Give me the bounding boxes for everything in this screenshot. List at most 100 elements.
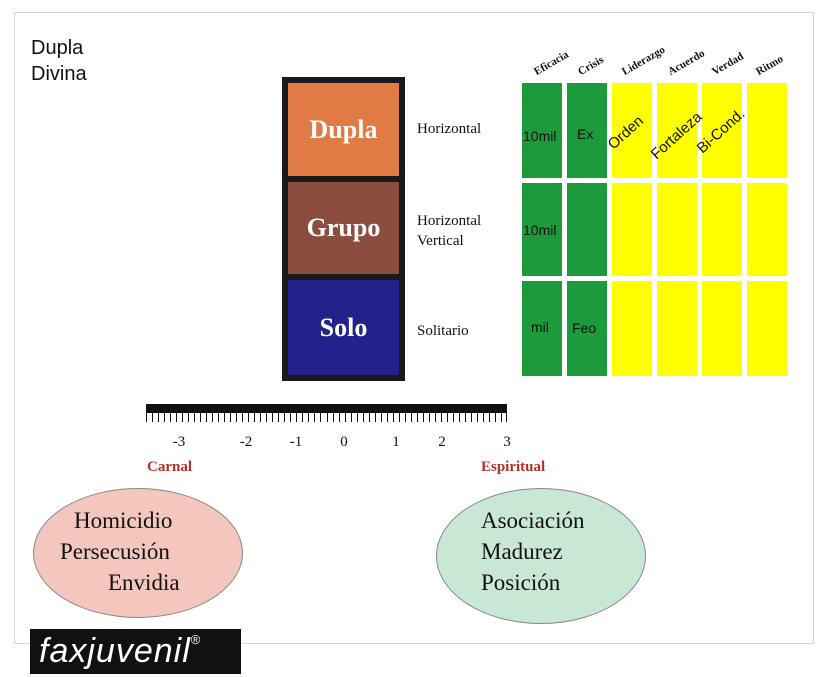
side-label-text: Vertical: [417, 233, 464, 249]
carnal-item: Envidia: [108, 570, 180, 595]
scale-tick: [351, 413, 352, 422]
scale-tick: [314, 413, 315, 422]
scale-tick: [206, 413, 207, 422]
scale-tick: [417, 413, 418, 422]
scale-number: -2: [239, 434, 253, 450]
grid-cell: [747, 281, 787, 376]
side-label-text: Horizontal: [417, 121, 482, 137]
scale-tick: [182, 413, 183, 422]
scale-tick: [405, 413, 406, 422]
scale-tick: [465, 413, 466, 422]
grid-cell: [657, 281, 697, 376]
scale-number: -1: [289, 434, 303, 450]
scale-tick: [363, 413, 364, 422]
scale-tick: [278, 413, 279, 422]
scale-tick: [242, 413, 243, 422]
scale-tick: [339, 413, 340, 422]
scale-bar: [146, 404, 507, 413]
grid-cell: [702, 183, 742, 276]
scale-tick: [357, 413, 358, 422]
carnal-ellipse: Homicidio Persecusión Envidia: [33, 488, 243, 618]
scale-number: 3: [503, 434, 511, 450]
block-grupo: Grupo: [288, 182, 399, 274]
scale-tick: [327, 413, 328, 422]
cell-text-crisis-dupla: Ex: [577, 126, 594, 142]
scale-tick: [248, 413, 249, 422]
scale-tick: [260, 413, 261, 422]
scale-tick: [308, 413, 309, 422]
cell-text-eficacia-dupla: 10mil: [523, 128, 557, 144]
scale-tick: [200, 413, 201, 422]
slide-title: Dupla Divina: [31, 35, 87, 87]
scale-tick: [224, 413, 225, 422]
scale-tick: [399, 413, 400, 422]
grid-cell: [612, 183, 652, 276]
espiritual-item: Asociación: [481, 508, 585, 533]
cell-text-eficacia-solo: mil: [531, 319, 549, 335]
scale-ticks: [146, 413, 507, 423]
grid-cell: [567, 281, 607, 376]
scale-tick: [381, 413, 382, 422]
grid-cell: [522, 183, 562, 276]
scale-tick: [483, 413, 484, 422]
scale-tick: [447, 413, 448, 422]
side-label-text: Solitario: [417, 323, 469, 339]
scale-tick: [501, 413, 502, 422]
grid-cell: [702, 281, 742, 376]
title-line-1: Dupla: [31, 37, 84, 59]
grid-cell: [612, 83, 652, 178]
scale-tick: [164, 413, 165, 422]
scale-tick: [459, 413, 460, 422]
pole-espiritual: Espiritual: [481, 459, 546, 475]
side-label-solo: Solitario: [417, 321, 469, 341]
grid-cell: [702, 83, 742, 178]
pole-carnal: Carnal: [147, 459, 192, 475]
cell-text-crisis-solo: Feo: [572, 320, 597, 336]
scale-tick: [495, 413, 496, 422]
scale-tick: [218, 413, 219, 422]
side-label-dupla: Horizontal: [417, 119, 481, 139]
espiritual-ellipse: Asociación Madurez Posición: [436, 488, 646, 624]
scale-tick: [411, 413, 412, 422]
scale-tick: [254, 413, 255, 422]
scale-tick: [375, 413, 376, 422]
espiritual-item: Madurez: [481, 539, 563, 564]
scale-tick: [477, 413, 478, 422]
scale-tick: [158, 413, 159, 422]
scale-tick: [369, 413, 370, 422]
espiritual-item: Posición: [481, 570, 561, 595]
scale-tick: [489, 413, 490, 422]
scale-tick: [506, 413, 507, 422]
scale-tick: [266, 413, 267, 422]
cell-text-eficacia-grupo: 10mil: [523, 222, 557, 238]
scale-number: -3: [172, 434, 186, 450]
scale-tick: [393, 413, 394, 422]
logo-text: faxjuvenil: [39, 632, 191, 670]
scale-tick: [170, 413, 171, 422]
side-label-text: Horizontal: [417, 213, 482, 229]
scale-tick: [188, 413, 189, 422]
grid-cell: [747, 183, 787, 276]
scale-tick: [230, 413, 231, 422]
scale-number: 0: [340, 434, 348, 450]
scale-tick: [320, 413, 321, 422]
scale-tick: [194, 413, 195, 422]
grid-cell: [657, 83, 697, 178]
scale-tick: [333, 413, 334, 422]
faxjuvenil-logo: faxjuvenil®: [30, 629, 241, 674]
scale-tick: [146, 413, 147, 422]
grid-cell: [567, 83, 607, 178]
side-label-grupo: Horizontal Vertical: [417, 211, 481, 251]
carnal-item: Persecusión: [60, 539, 170, 564]
scale-number: 2: [438, 434, 446, 450]
grid-cell: [612, 281, 652, 376]
scale-tick: [423, 413, 424, 422]
grid-cell: [522, 83, 562, 178]
scale-tick: [212, 413, 213, 422]
title-line-2: Divina: [31, 63, 87, 85]
scale-tick: [176, 413, 177, 422]
registered-mark-icon: ®: [190, 632, 202, 647]
grid-cell: [522, 281, 562, 376]
scale-tick: [296, 413, 297, 422]
scale-tick: [272, 413, 273, 422]
